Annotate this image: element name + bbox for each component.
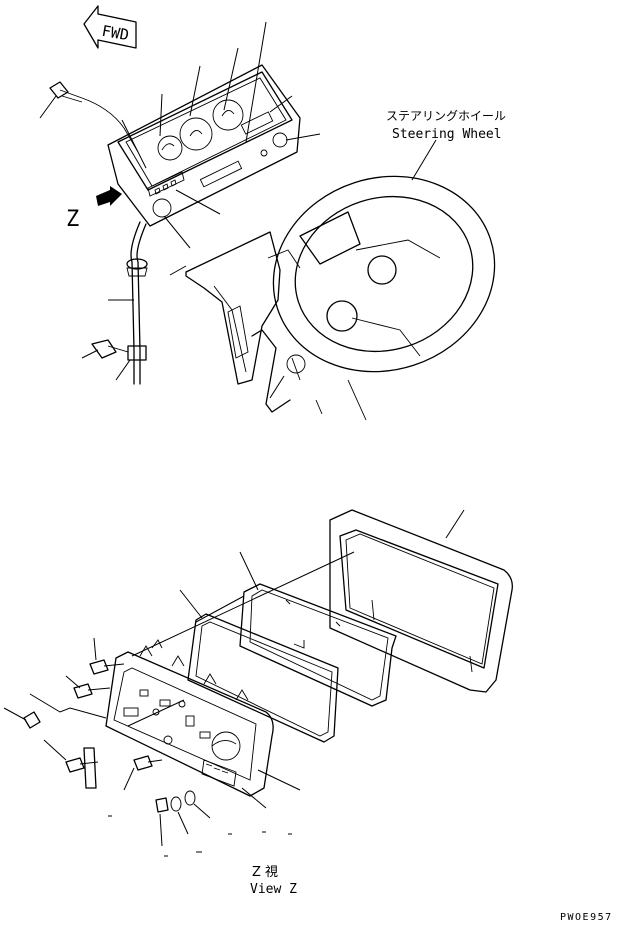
steering-wheel <box>272 175 496 421</box>
view-z-en-label: View Z <box>250 882 297 897</box>
gauge-icon <box>211 731 241 761</box>
dashboard-upper-view <box>49 64 301 413</box>
view-z-jp-label: Z 視 <box>252 865 278 880</box>
leader-lines-lower <box>3 509 465 857</box>
leader-lines-upper <box>39 21 437 399</box>
key-switch-icon <box>152 198 172 218</box>
fasteners <box>23 659 196 813</box>
meter-gasket <box>239 583 397 707</box>
steering-wheel-en-label: Steering Wheel <box>392 127 502 142</box>
gauge-icon <box>157 99 274 188</box>
view-direction-arrow-icon <box>96 186 122 206</box>
fwd-label: FWD <box>100 22 130 44</box>
meter-cover <box>329 509 513 693</box>
fwd-arrow-icon: FWD <box>83 5 137 49</box>
drawing-code: PWOE957 <box>560 912 613 923</box>
steering-wheel-jp-label: ステアリングホイール <box>386 109 506 123</box>
z-marker-label: Z <box>66 207 79 232</box>
meter-glass <box>187 613 339 743</box>
meter-panel <box>105 639 274 797</box>
